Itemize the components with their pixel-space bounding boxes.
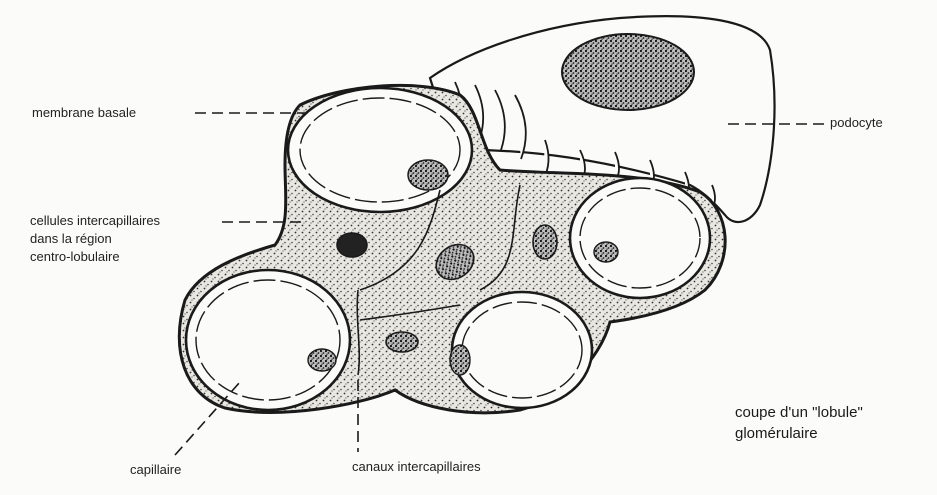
capillary-left	[186, 270, 350, 410]
podocyte-nucleus	[562, 34, 694, 110]
capillary-bottom	[450, 292, 592, 408]
label-membrane-basale: membrane basale	[32, 104, 136, 121]
capillary-top	[288, 88, 472, 212]
label-cellules-line1: cellules intercapillaires	[30, 212, 160, 229]
caption-line1: coupe d'un "lobule"	[735, 403, 863, 423]
capillary-right	[570, 178, 710, 298]
label-canaux: canaux intercapillaires	[352, 458, 481, 475]
label-capillaire: capillaire	[130, 461, 181, 478]
label-cellules-line2: dans la région	[30, 230, 112, 247]
caption-line2: glomérulaire	[735, 424, 818, 444]
label-podocyte: podocyte	[830, 114, 883, 131]
label-cellules-line3: centro-lobulaire	[30, 248, 120, 265]
